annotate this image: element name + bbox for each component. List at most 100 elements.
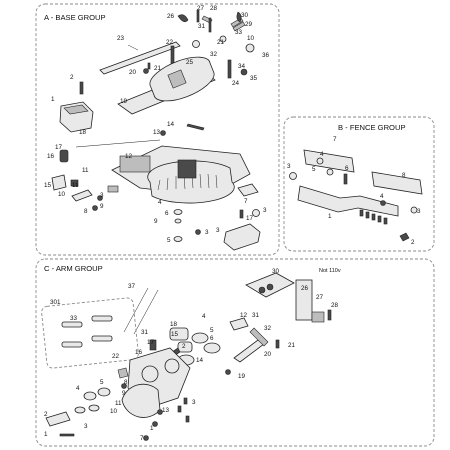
part-number-label: 28: [331, 302, 339, 309]
fence-group-frame: [283, 116, 435, 252]
part-number-label: 8: [124, 379, 128, 386]
part-number-label: 32: [264, 325, 272, 332]
part-number-label: 21: [154, 65, 162, 72]
part-number-label: 3: [216, 227, 220, 234]
part-number-label: 20: [129, 69, 137, 76]
fence-right-part: [371, 171, 423, 195]
part-number-label: 29: [245, 21, 253, 28]
base-group-frame: [35, 3, 280, 256]
part-number-label: 4: [76, 385, 80, 392]
part-number-label: 21: [217, 39, 225, 46]
part-number-label: 2: [70, 74, 74, 81]
part-number-label: 7: [244, 198, 248, 205]
part-number-label: 2: [411, 239, 415, 246]
part-number-label: 11: [82, 167, 89, 174]
part-number-label: 28: [210, 5, 218, 12]
part-number-label: 26: [167, 13, 175, 20]
part-number-label: 16: [47, 153, 55, 160]
part-number-label: 14: [196, 357, 204, 364]
part-number-label: 33: [70, 315, 78, 322]
fence-base-part: [297, 185, 399, 217]
fence-group-title: B - FENCE GROUP: [338, 123, 406, 132]
part-number-label: 3: [287, 163, 291, 170]
part-number-label: 19: [238, 373, 246, 380]
part-number-label: 15: [44, 182, 52, 189]
part-number-label: 31: [252, 312, 260, 319]
part-number-label: 14: [167, 121, 175, 128]
part-number-label: 20: [264, 351, 272, 358]
part-number-label: 18: [170, 321, 178, 328]
part-number-label: 4: [320, 151, 324, 158]
subgroup-301-frame: [41, 297, 139, 369]
part-number-label: 3: [84, 423, 88, 430]
part-number-label: 35: [250, 75, 258, 82]
part-number-label: 5: [210, 327, 214, 334]
part-number-label: 26: [301, 285, 309, 292]
part-number-label: 23: [117, 35, 125, 42]
part-number-label: 31: [198, 23, 206, 30]
part-number-label: 18: [79, 129, 87, 136]
base-group-parts: [51, 9, 261, 251]
rail-part: [99, 41, 181, 75]
part-number-label: 8: [402, 172, 406, 179]
part-number-label: 37: [128, 283, 136, 290]
part-number-label: 3: [417, 208, 421, 215]
part-number-label: 34: [238, 63, 246, 70]
part-number-label: 33: [235, 29, 243, 36]
part-number-label: 12: [240, 312, 248, 319]
part-number-label: 13: [153, 129, 161, 136]
part-number-label: 30: [241, 12, 249, 19]
part-number-label: 17: [55, 144, 63, 151]
part-number-label: 4: [158, 199, 162, 206]
end-cap-part: [223, 223, 261, 251]
part-number-label: 32: [210, 51, 218, 58]
part-number-label: 12: [125, 153, 133, 160]
part-number-label: 3: [263, 207, 267, 214]
part-number-label: 30: [272, 268, 280, 275]
part-number-label: 16: [135, 349, 143, 356]
part-number-label: 4: [380, 193, 384, 200]
part-number-label: 1: [150, 425, 154, 432]
part-number-label: 36: [262, 52, 270, 59]
part-number-label: 5: [312, 166, 316, 173]
part-number-label: 7: [333, 136, 337, 143]
part-number-label: 5: [167, 237, 171, 244]
part-number-label: 9: [154, 218, 158, 225]
part-number-label: 17: [147, 339, 155, 346]
base-group-title: A - BASE GROUP: [44, 13, 106, 22]
part-number-label: 22: [112, 353, 120, 360]
part-number-label: 301: [50, 299, 61, 306]
part-number-label: 25: [186, 59, 194, 66]
part-number-label: 11: [115, 400, 122, 407]
part-number-label: 9: [122, 390, 126, 397]
part-number-label: 31: [141, 329, 149, 336]
part-number-label: 6: [165, 210, 169, 217]
part-number-label: 5: [100, 379, 104, 386]
part-number-label: 11: [72, 182, 79, 189]
part-number-label: 17: [246, 215, 254, 222]
part-number-label: 10: [58, 191, 66, 198]
part-number-label: 21: [288, 342, 296, 349]
part-number-label: 19: [120, 98, 128, 105]
screw-part: [170, 45, 175, 65]
arm-group-labels: 37 301 33 30 Not 110v 26 27 28 31 32 31 …: [44, 268, 341, 442]
voltage-note: Not 110v: [319, 268, 341, 274]
arm-group-frame: [35, 258, 435, 447]
fence-left-part: [303, 149, 355, 173]
part-number-label: 3: [192, 399, 196, 406]
part-number-label: 15: [171, 331, 179, 338]
base-group-labels: 26 27 28 30 29 31 33 21 10 36 23 22 25 3…: [44, 5, 270, 244]
part-number-label: 6: [210, 335, 214, 342]
arm-group-title: C - ARM GROUP: [44, 264, 103, 273]
part-number-label: 9: [100, 203, 104, 210]
part-number-label: 6: [345, 165, 349, 172]
part-number-label: 7: [140, 435, 144, 442]
part-number-label: 8: [84, 208, 88, 215]
part-number-label: 22: [166, 39, 174, 46]
fence-group-labels: 7 4 5 3 6 1 8 4 3 2: [287, 136, 421, 246]
part-number-label: 27: [316, 294, 324, 301]
fence-group-parts: [289, 149, 423, 242]
part-number-label: 2: [182, 343, 186, 350]
arm-group-parts: [41, 272, 332, 441]
part-number-label: 13: [162, 407, 170, 414]
